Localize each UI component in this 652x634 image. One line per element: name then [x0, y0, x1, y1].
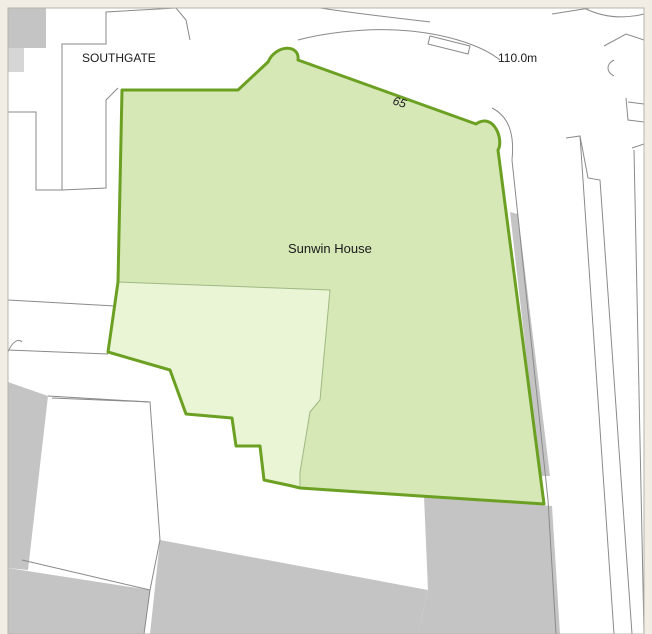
building-bottom-left-2 [8, 568, 150, 634]
elevation-label: 110.0m [498, 51, 537, 65]
site-boundary-main[interactable] [118, 48, 544, 505]
building-bottom-right [418, 496, 560, 634]
site-boundary-outline [106, 46, 546, 506]
building-top-left [8, 8, 46, 48]
map-border [7, 7, 645, 634]
boundary-number-label: 65 [391, 94, 408, 112]
building-right-strip [510, 212, 550, 476]
building-top-left-2 [8, 48, 24, 72]
building-bottom-left [8, 382, 48, 570]
building-label: Sunwin House [288, 241, 372, 256]
map-linework [7, 7, 645, 634]
street-label: SOUTHGATE [82, 51, 156, 65]
parcel-divider [117, 281, 331, 488]
building-bottom-center [150, 540, 428, 634]
site-boundary-light[interactable] [108, 282, 330, 488]
